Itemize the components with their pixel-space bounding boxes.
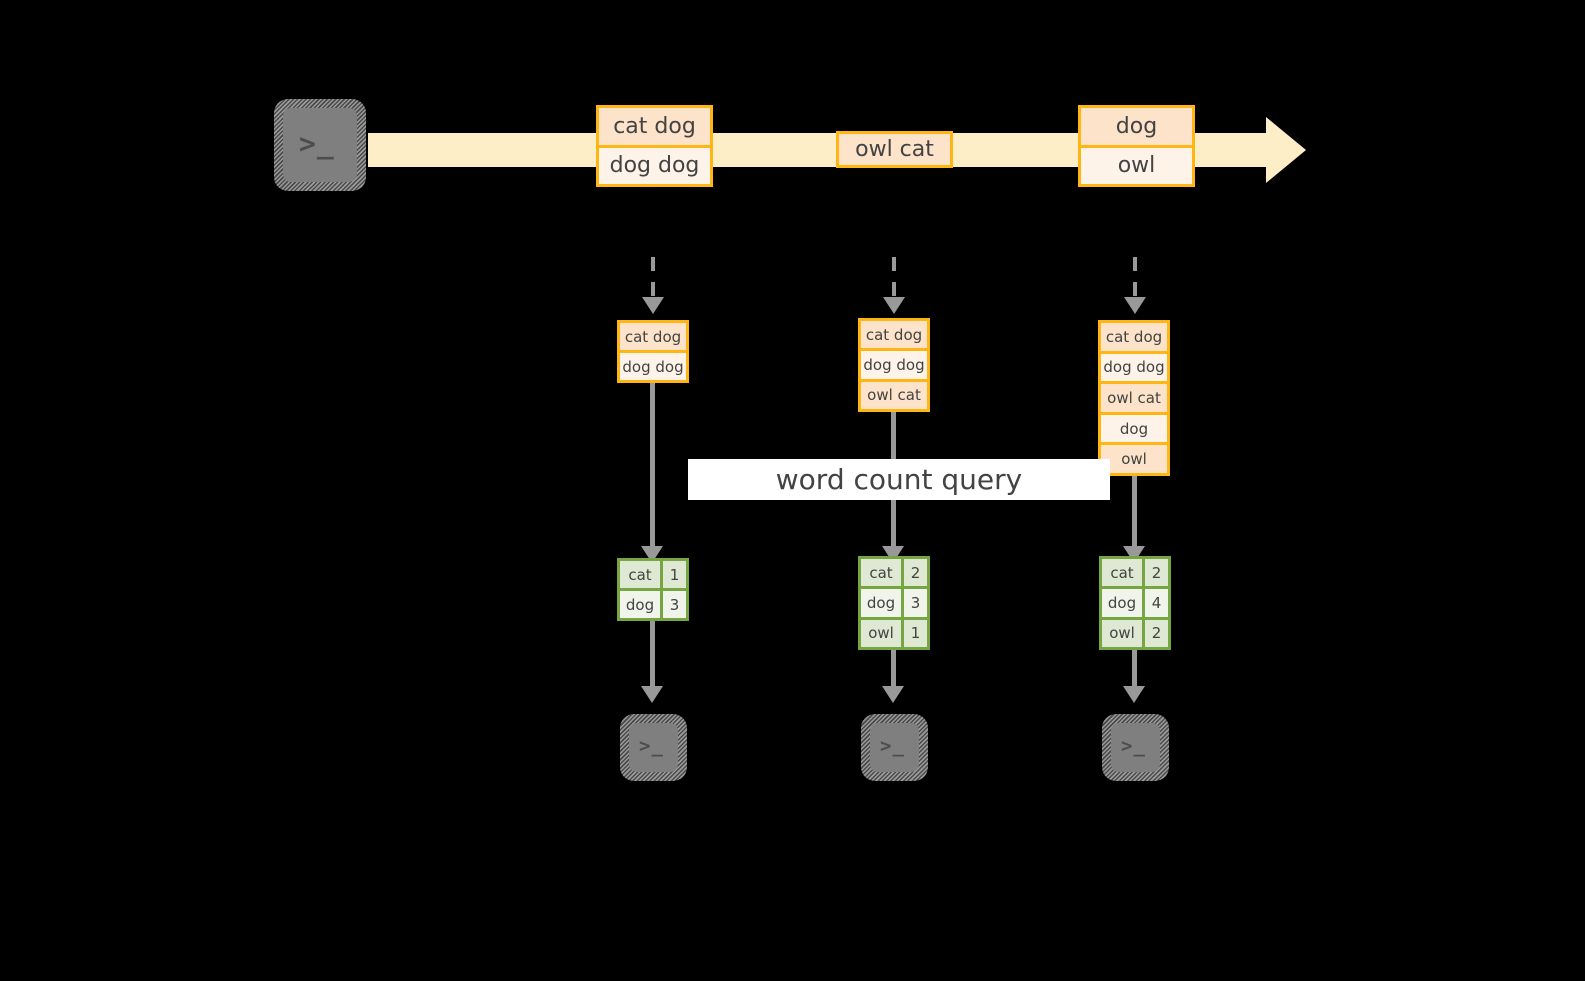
- snapshot-to-result-connector: [1132, 476, 1137, 555]
- snapshot-row: cat dog: [861, 321, 927, 349]
- result-to-consumer-arrowhead: [1123, 686, 1145, 703]
- stream-to-snapshot-arrowhead: [642, 297, 664, 314]
- terminal-face: [283, 108, 357, 182]
- snapshot-row: cat dog: [1101, 323, 1167, 351]
- consumer-terminal-3[interactable]: >_: [1102, 714, 1169, 781]
- result-count: 1: [901, 619, 927, 647]
- snapshot-1[interactable]: cat dog dog dog: [617, 320, 689, 383]
- message-row: dog: [1081, 108, 1192, 145]
- stream-to-snapshot-arrowhead: [1124, 297, 1146, 314]
- table-row: owl 2: [1102, 616, 1168, 647]
- word-count-result-2[interactable]: cat 2 dog 3 owl 1: [858, 556, 930, 650]
- result-to-consumer-connector: [650, 621, 655, 693]
- stream-to-snapshot-arrowhead: [883, 297, 905, 314]
- table-row: cat 2: [1102, 559, 1168, 587]
- snapshot-row: owl cat: [1101, 381, 1167, 412]
- snapshot-3[interactable]: cat dog dog dog owl cat dog owl: [1098, 320, 1170, 476]
- table-row: dog 4: [1102, 586, 1168, 617]
- word-count-result-3[interactable]: cat 2 dog 4 owl 2: [1099, 556, 1171, 650]
- stream-to-snapshot-connector: [1133, 257, 1137, 305]
- snapshot-row: cat dog: [620, 323, 686, 350]
- producer-terminal[interactable]: >_: [274, 99, 366, 191]
- table-row: dog 3: [620, 588, 686, 618]
- result-count: 2: [1142, 619, 1168, 647]
- stream-to-snapshot-connector: [892, 257, 896, 305]
- terminal-prompt-icon: >_: [1121, 735, 1146, 757]
- result-count: 3: [901, 589, 927, 617]
- result-word: dog: [620, 591, 660, 618]
- result-count: 3: [660, 591, 686, 618]
- snapshot-row: dog dog: [861, 348, 927, 379]
- snapshot-2[interactable]: cat dog dog dog owl cat: [858, 318, 930, 412]
- table-row: cat 2: [861, 559, 927, 587]
- result-count: 2: [901, 559, 927, 587]
- result-count: 2: [1142, 559, 1168, 587]
- table-row: dog 3: [861, 586, 927, 617]
- result-word: dog: [861, 589, 901, 617]
- terminal-face: [870, 723, 919, 772]
- result-to-consumer-arrowhead: [641, 686, 663, 703]
- result-count: 4: [1142, 589, 1168, 617]
- result-to-consumer-connector: [1132, 650, 1137, 693]
- consumer-terminal-2[interactable]: >_: [861, 714, 928, 781]
- event-stream-arrowhead: [1266, 117, 1306, 183]
- snapshot-row: dog: [1101, 411, 1167, 443]
- result-word: cat: [1102, 559, 1142, 587]
- stream-message-3[interactable]: dog owl: [1078, 105, 1195, 187]
- snapshot-to-result-connector: [650, 383, 655, 555]
- terminal-face: [1111, 723, 1160, 772]
- result-word: cat: [620, 561, 660, 588]
- result-to-consumer-connector: [891, 650, 896, 693]
- result-word: owl: [1102, 619, 1142, 647]
- table-row: owl 1: [861, 616, 927, 647]
- message-row: owl: [1081, 144, 1192, 184]
- consumer-terminal-1[interactable]: >_: [620, 714, 687, 781]
- snapshot-row: owl: [1101, 442, 1167, 473]
- snapshot-row: owl cat: [861, 378, 927, 409]
- message-row: dog dog: [599, 144, 710, 184]
- message-row: owl cat: [839, 134, 950, 165]
- result-word: owl: [861, 619, 901, 647]
- word-count-query-label: word count query: [688, 459, 1110, 500]
- stream-message-2[interactable]: owl cat: [836, 131, 953, 168]
- result-word: cat: [861, 559, 901, 587]
- terminal-face: [629, 723, 678, 772]
- stream-to-snapshot-connector: [651, 257, 655, 305]
- snapshot-row: dog dog: [620, 350, 686, 380]
- snapshot-row: dog dog: [1101, 350, 1167, 382]
- message-row: cat dog: [599, 108, 710, 145]
- terminal-prompt-icon: >_: [299, 127, 335, 160]
- result-to-consumer-arrowhead: [882, 686, 904, 703]
- result-word: dog: [1102, 589, 1142, 617]
- terminal-prompt-icon: >_: [639, 735, 664, 757]
- result-count: 1: [660, 561, 686, 588]
- table-row: cat 1: [620, 561, 686, 588]
- terminal-prompt-icon: >_: [880, 735, 905, 757]
- stream-message-1[interactable]: cat dog dog dog: [596, 105, 713, 187]
- word-count-result-1[interactable]: cat 1 dog 3: [617, 558, 689, 621]
